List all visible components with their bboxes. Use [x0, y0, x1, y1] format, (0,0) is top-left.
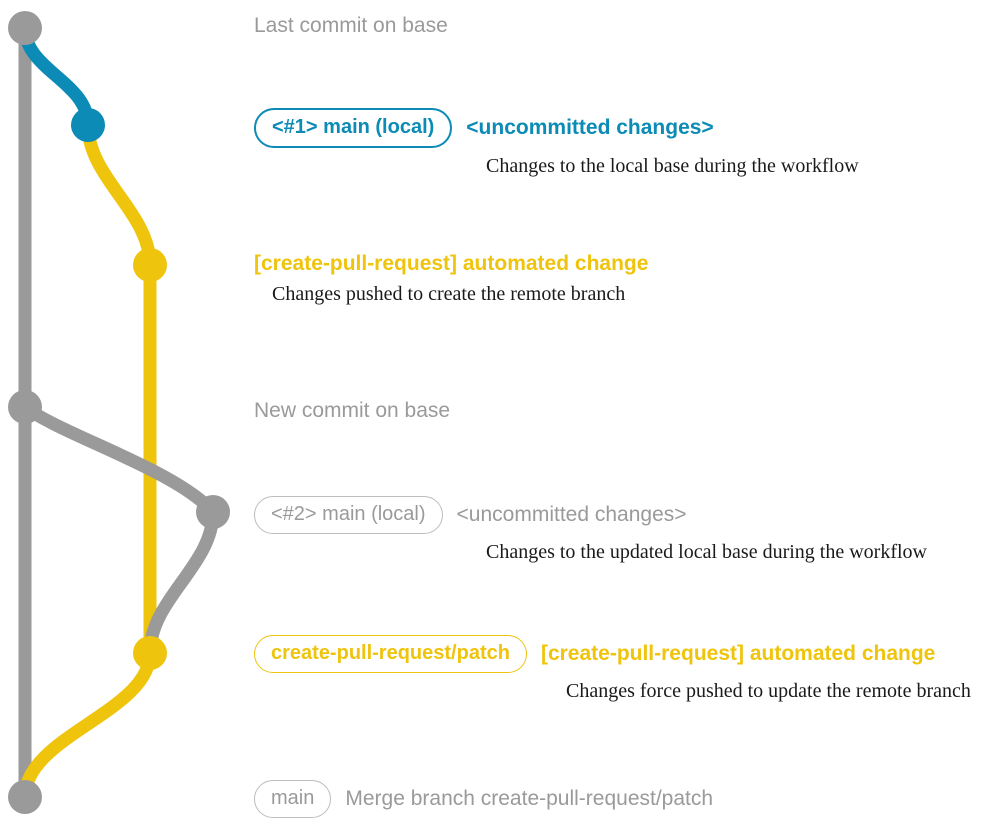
commit-line-automated-1: [create-pull-request] automated change — [254, 252, 648, 276]
row-last-commit-on-base: Last commit on base — [254, 13, 448, 39]
row-automated-change-2: create-pull-request/patch [create-pull-r… — [254, 635, 971, 703]
row-new-commit-on-base: New commit on base — [254, 398, 450, 424]
patch-to-merge-line — [18, 646, 157, 804]
commit-line-local-1: <#1> main (local) <uncommitted changes> — [254, 108, 859, 148]
commit-message-merge: Merge branch create-pull-request/patch — [345, 787, 714, 810]
annotation-automated-2: Changes force pushed to update the remot… — [566, 680, 971, 702]
branch-badge-create-pull-request-patch[interactable]: create-pull-request/patch — [254, 635, 527, 673]
commit-message-automated-1: [create-pull-request] automated change — [254, 252, 649, 275]
local2-to-patch-line — [143, 505, 220, 660]
annotation-automated-1: Changes pushed to create the remote bran… — [272, 283, 626, 305]
annotation-local-1: Changes to the local base during the wor… — [486, 155, 859, 177]
heading-last-commit-on-base: Last commit on base — [254, 14, 448, 37]
branch-badge-main-local-2[interactable]: <#2> main (local) — [254, 496, 443, 534]
row-automated-change-1: [create-pull-request] automated change C… — [254, 252, 648, 306]
row-local-commit-1: <#1> main (local) <uncommitted changes> … — [254, 108, 859, 178]
commit-node-patch-force — [133, 636, 167, 670]
commit-message-local-2: <uncommitted changes> — [456, 503, 687, 526]
base-to-local2-line — [18, 400, 220, 519]
patch-branch-line-upper — [81, 118, 157, 272]
row-local-commit-2: <#2> main (local) <uncommitted changes> … — [254, 496, 927, 564]
branch-badge-main-local-1[interactable]: <#1> main (local) — [254, 108, 453, 148]
commit-line-merge: main Merge branch create-pull-request/pa… — [254, 780, 713, 818]
commit-node-base-head — [8, 11, 42, 45]
commit-node-patch-create — [133, 248, 167, 282]
heading-new-commit-on-base: New commit on base — [254, 399, 451, 422]
row-merge-commit: main Merge branch create-pull-request/pa… — [254, 780, 713, 818]
annotation-local-2: Changes to the updated local base during… — [486, 541, 927, 563]
commit-node-local-1 — [71, 108, 105, 142]
commit-node-base-new — [8, 390, 42, 424]
commit-node-local-2 — [196, 495, 230, 529]
commit-line-automated-2: create-pull-request/patch [create-pull-r… — [254, 635, 971, 673]
commit-line-local-2: <#2> main (local) <uncommitted changes> — [254, 496, 927, 534]
commit-node-merge — [8, 780, 42, 814]
commit-message-local-1: <uncommitted changes> — [466, 116, 714, 139]
commit-message-automated-2: [create-pull-request] automated change — [540, 642, 936, 665]
branch-badge-main[interactable]: main — [254, 780, 332, 818]
